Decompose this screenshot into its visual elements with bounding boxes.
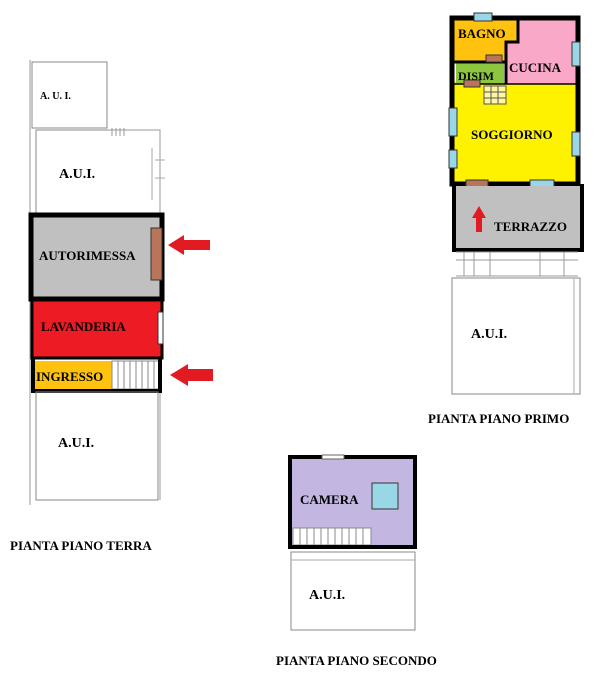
door	[485, 54, 503, 63]
arrow-icon	[170, 364, 213, 386]
arrow-icon	[168, 235, 210, 255]
stair-marks	[111, 128, 125, 136]
caption-piano-secondo: PIANTA PIANO SECONDO	[276, 653, 437, 668]
window	[473, 12, 493, 22]
label-aui-top: A. U. I.	[40, 91, 71, 102]
label-lavanderia: LAVANDERIA	[41, 319, 126, 334]
room-aui-lower-outline	[35, 391, 159, 501]
window-lavanderia	[157, 311, 164, 345]
label-autorimessa: AUTORIMESSA	[39, 248, 136, 263]
room-aui-outline	[290, 551, 416, 631]
room-aui-outline	[451, 277, 581, 395]
label-aui-upper: A.U.I.	[59, 167, 95, 182]
label-terrazzo: TERRAZZO	[494, 219, 567, 234]
window	[448, 149, 458, 169]
label-aui-lower: A.U.I.	[58, 436, 94, 451]
room-ingresso	[34, 361, 112, 389]
label-bagno: BAGNO	[458, 26, 506, 41]
room-cucina	[506, 20, 576, 84]
label-camera: CAMERA	[300, 492, 359, 507]
door-autorimessa	[150, 227, 163, 281]
window	[448, 107, 458, 137]
room-soggiorno	[454, 82, 576, 182]
room-lavanderia	[33, 301, 161, 357]
room-aui-top-outline	[31, 61, 108, 129]
label-ingresso: INGRESSO	[36, 369, 103, 384]
second-floor-plan: CAMERA A.U.I.	[288, 454, 417, 631]
stair-steps	[117, 361, 155, 389]
window	[321, 454, 345, 460]
window	[571, 41, 581, 67]
label-cucina: CUCINA	[509, 60, 562, 75]
caption-piano-terra: PIANTA PIANO TERRA	[10, 538, 152, 553]
label-aui: A.U.I.	[471, 327, 507, 342]
wall-first-floor	[449, 15, 581, 187]
window	[571, 131, 581, 157]
room-aui-upper-outline	[35, 129, 161, 217]
wall-second-floor	[288, 455, 417, 549]
stairs-camera	[292, 527, 372, 546]
room-disim	[456, 62, 504, 84]
railing	[456, 251, 578, 277]
window	[529, 179, 555, 188]
caption-piano-primo: PIANTA PIANO PRIMO	[428, 411, 570, 426]
door	[463, 79, 481, 88]
stair-steps	[299, 528, 364, 545]
label-soggiorno: SOGGIORNO	[471, 127, 553, 142]
ground-floor-plan: A. U. I. A.U.I. AUTORIMESSA LAVANDERIA I…	[28, 60, 213, 505]
room-autorimessa	[33, 217, 160, 297]
wall-terrazzo	[452, 184, 584, 252]
wall-ingresso	[31, 358, 162, 393]
label-disim: DISIM	[458, 69, 494, 83]
stair-marks	[483, 85, 507, 105]
label-aui-second: A.U.I.	[309, 588, 345, 603]
first-floor-plan: BAGNO DISIM CUCINA SOGGIORNO TERRAZZO A.…	[448, 12, 584, 395]
skylight-window	[371, 482, 399, 510]
arrow-icon	[472, 206, 486, 232]
